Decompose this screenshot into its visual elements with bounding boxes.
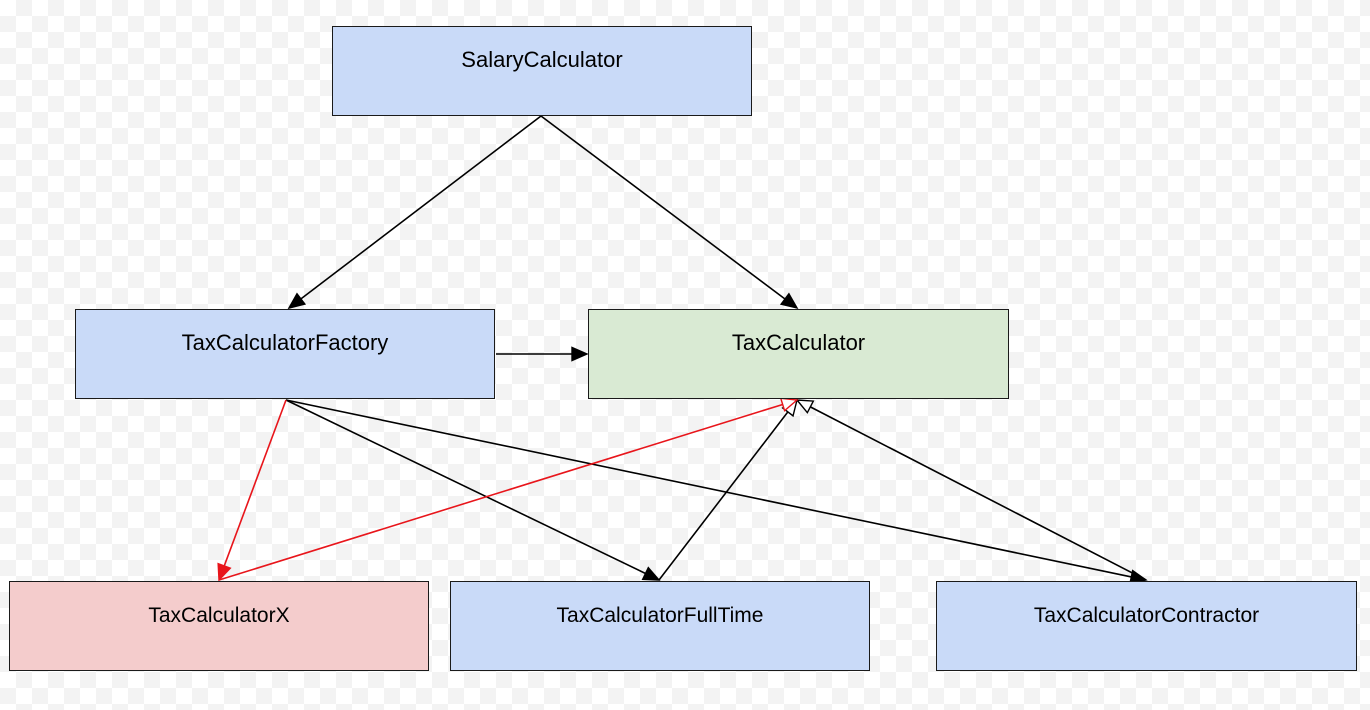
edge-fulltime-to-taxcalc [658,398,799,581]
node-label: TaxCalculatorFactory [181,330,389,355]
node-tax-calculator-contractor[interactable]: TaxCalculatorContractor [936,581,1357,671]
node-salary-calculator[interactable]: SalaryCalculator [332,26,752,116]
edge-line [300,115,542,300]
node-label: TaxCalculatorX [148,604,290,627]
arrowhead-icon [779,292,799,310]
node-tax-calculator[interactable]: TaxCalculator [588,309,1009,399]
node-label: SalaryCalculator [461,47,623,72]
edge-factory-to-fulltime [285,399,661,581]
hollow-arrowhead-icon [781,398,799,418]
hollow-arrowhead-icon [779,397,799,412]
node-tax-calculator-full-time[interactable]: TaxCalculatorFullTime [450,581,870,671]
edge-salary-to-taxcalc [540,115,799,310]
arrowhead-icon [641,566,661,581]
edge-line [285,399,646,575]
edge-contractor-to-taxcalc [795,399,1147,581]
node-label: TaxCalculatorFullTime [556,604,764,627]
edge-line [540,115,786,300]
node-tax-calculator-x[interactable]: TaxCalculatorX [9,581,429,671]
edge-line [285,399,1132,578]
edge-factory-to-contractor [285,399,1148,585]
hollow-arrowhead-icon [795,399,815,414]
arrowhead-icon [287,292,307,310]
edge-line [809,406,1147,581]
edge-line [223,399,287,567]
edge-line [658,411,789,581]
node-label: TaxCalculator [731,330,866,355]
edge-line [218,403,783,581]
edge-factory-to-taxcalc [496,346,589,362]
node-tax-calculator-factory[interactable]: TaxCalculatorFactory [75,309,495,399]
node-label: TaxCalculatorContractor [1033,604,1260,627]
arrowhead-icon [217,562,232,582]
edge-x-to-taxcalc [218,397,799,581]
arrowhead-icon [571,346,589,362]
edge-factory-to-x [217,399,287,582]
edge-salary-to-factory [287,115,542,310]
